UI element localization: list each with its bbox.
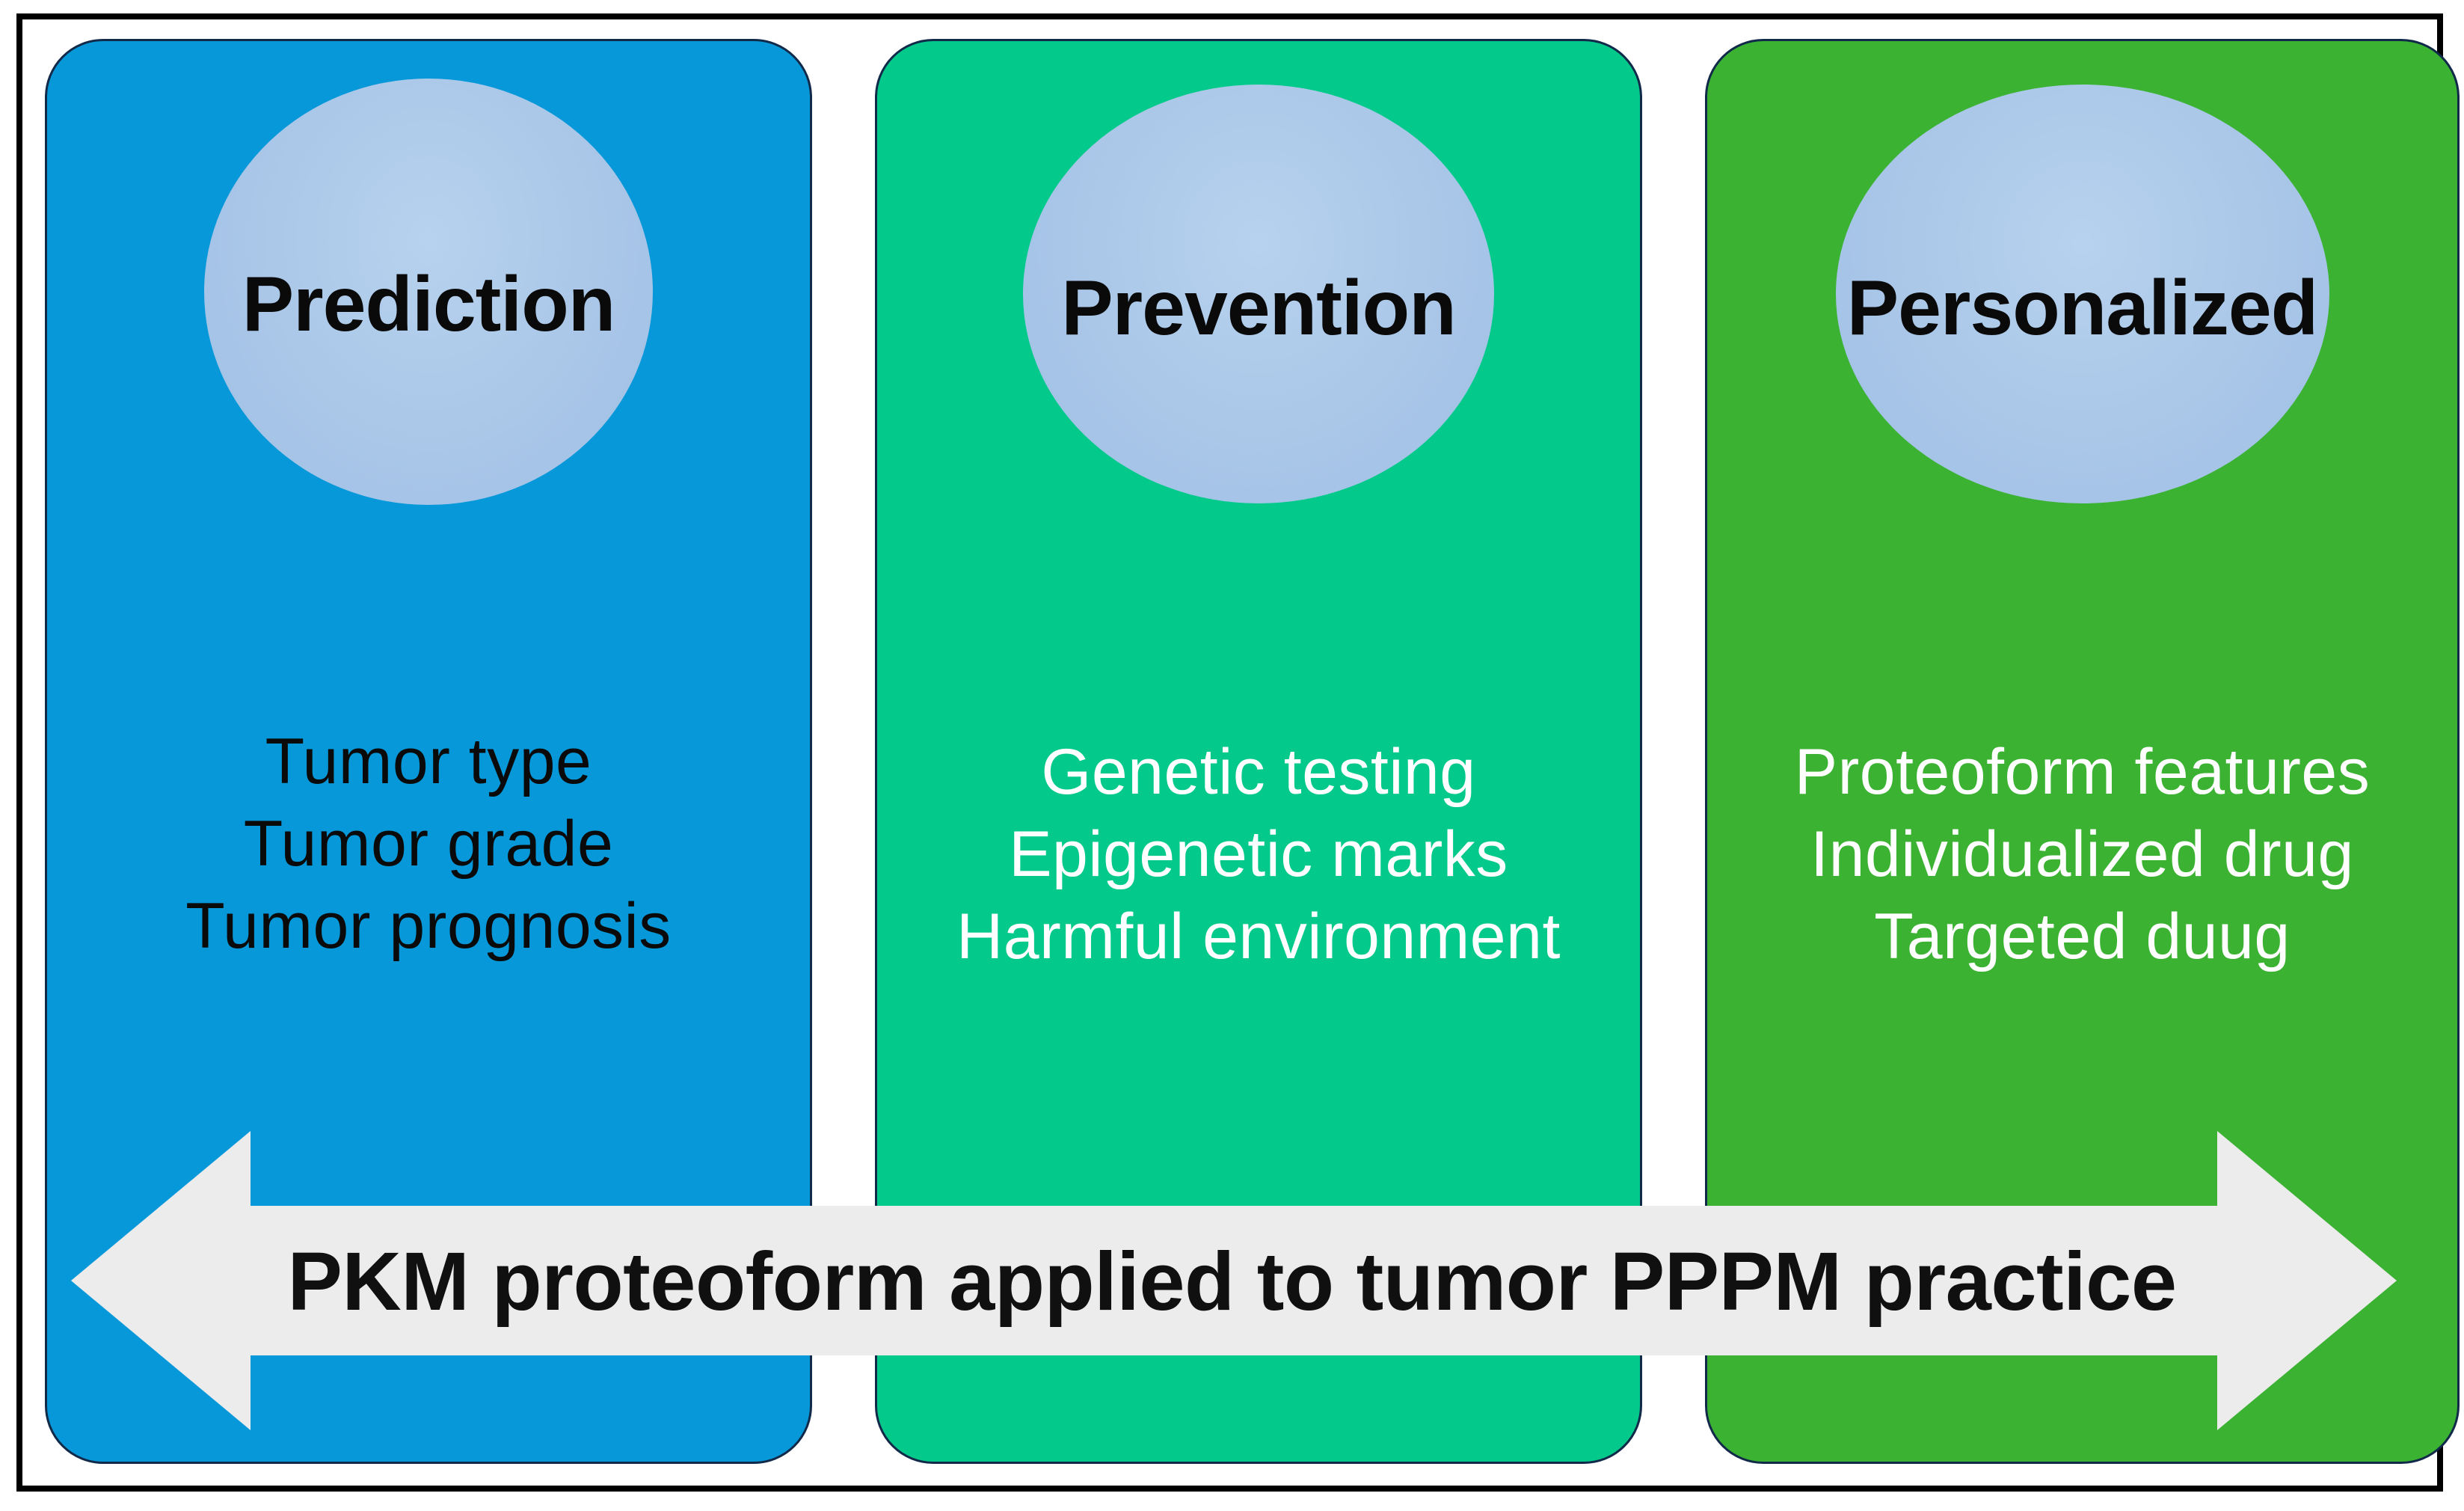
list-item: Harmful environment [956, 901, 1561, 973]
list-item: Tumor type [265, 726, 592, 797]
column-title-prevention: Prevention [1061, 265, 1456, 352]
column-title-personalized: Personalized [1846, 265, 2319, 352]
title-ellipse-prediction [204, 79, 653, 505]
list-item: Proteoform features [1794, 736, 2371, 808]
banner-label: PKM proteoform applied to tumor PPPM pra… [287, 1235, 2177, 1328]
column-items-prevention: Genetic testing Epigenetic marks Harmful… [877, 731, 1640, 978]
list-item: Targeted duug [1874, 901, 2291, 973]
list-item: Tumor prognosis [185, 890, 672, 963]
column-items-prediction: Tumor type Tumor grade Tumor prognosis [47, 720, 810, 967]
title-ellipse-personalized [1835, 85, 2329, 503]
list-item: Individualized drug [1810, 818, 2354, 891]
list-item: Tumor grade [243, 808, 614, 880]
column-items-personalized: Proteoform features Individualized drug … [1707, 731, 2457, 978]
title-ellipse-prevention [1023, 85, 1494, 503]
list-item: Genetic testing [1041, 736, 1476, 808]
column-title-prediction: Prediction [242, 261, 616, 348]
list-item: Epigenetic marks [1009, 818, 1508, 891]
